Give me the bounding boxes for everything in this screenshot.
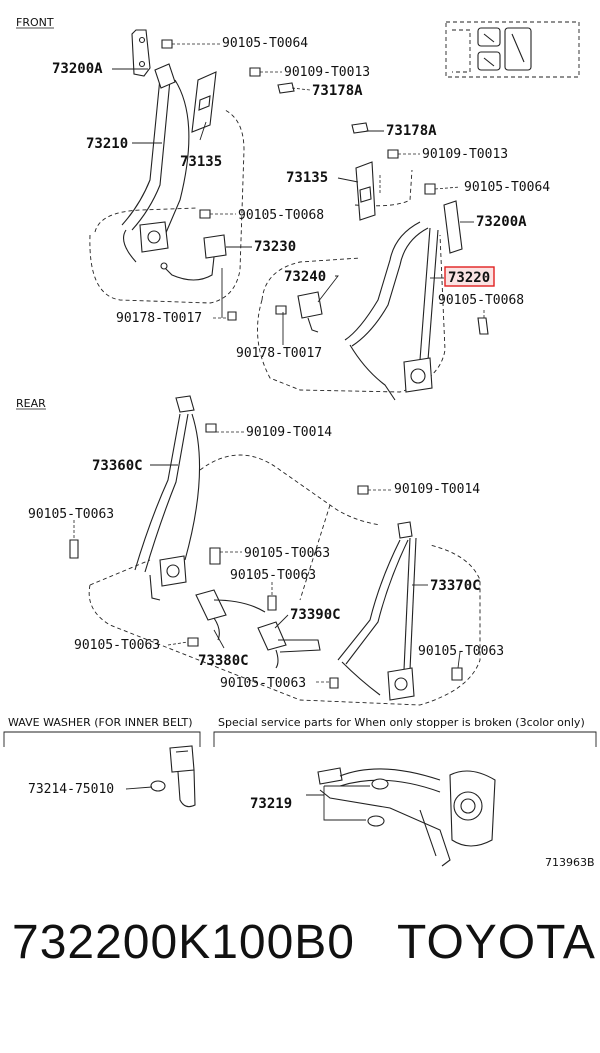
label-73200A-a: 73200A <box>52 61 103 77</box>
brand-text: TOYOTA <box>396 916 596 969</box>
section-special-service-label: Special service parts for When only stop… <box>218 716 585 729</box>
label-73220-highlighted[interactable]: 73220 <box>448 270 490 286</box>
label-90105-T0068-a: 90105-T0068 <box>238 208 324 223</box>
label-73219: 73219 <box>250 796 292 812</box>
label-73210: 73210 <box>86 136 128 152</box>
buckle-73240-right <box>297 291 323 333</box>
label-73390C: 73390C <box>290 607 341 623</box>
label-90105-T0063-d: 90105-T0063 <box>74 638 160 653</box>
label-90109-T0013-b: 90109-T0013 <box>422 147 508 162</box>
stopper-part-73219 <box>306 767 496 867</box>
rear-buckles <box>195 589 321 669</box>
label-73214-75010: 73214-75010 <box>28 782 114 797</box>
label-73360C: 73360C <box>92 458 143 474</box>
part-number-text: 732200K100B0 <box>12 916 355 969</box>
label-73178A-b: 73178A <box>386 123 437 139</box>
bolts-rear <box>69 539 463 689</box>
label-90105-T0063-b: 90105-T0063 <box>244 546 330 561</box>
label-73178A-a: 73178A <box>312 83 363 99</box>
guide-73135-right <box>355 161 376 221</box>
wave-washer-part-73214 <box>125 745 196 808</box>
label-90105-T0068-b: 90105-T0068 <box>438 293 524 308</box>
front-left-seat-outline <box>89 109 245 304</box>
label-90109-T0014-a: 90109-T0014 <box>246 425 332 440</box>
front-right-belt-73220 <box>344 200 463 401</box>
buckle-73230-left <box>160 234 227 281</box>
guide-73135-left <box>191 71 217 133</box>
front-right-seat-outline <box>257 234 446 393</box>
leader-lines-front <box>112 43 485 345</box>
label-73380C: 73380C <box>198 653 249 669</box>
vehicle-overview-icon <box>445 21 580 78</box>
section-wave-washer-label: WAVE WASHER (FOR INNER BELT) <box>8 716 193 729</box>
label-90178-T0017-b: 90178-T0017 <box>236 346 322 361</box>
label-73200A-b: 73200A <box>476 214 527 230</box>
label-90105-T0064-b: 90105-T0064 <box>464 180 550 195</box>
highlight-box-73220 <box>444 266 495 287</box>
anchor-73200A-left <box>131 29 151 77</box>
label-90178-T0017-a: 90178-T0017 <box>116 311 202 326</box>
label-90109-T0014-b: 90109-T0014 <box>394 482 480 497</box>
label-90109-T0013-a: 90109-T0013 <box>284 65 370 80</box>
section-rear-label: REAR <box>16 397 46 410</box>
label-73370C: 73370C <box>430 578 481 594</box>
label-73135-b: 73135 <box>286 170 328 186</box>
footer-caption: 732200K100B0 TOYOTA <box>12 915 596 970</box>
rear-left-belt-73360C <box>134 395 217 601</box>
label-73230: 73230 <box>254 239 296 255</box>
bolts-front-right <box>275 122 489 335</box>
rear-seat-outline <box>88 544 481 706</box>
section-front-label: FRONT <box>16 16 54 29</box>
label-90105-T0064-a: 90105-T0064 <box>222 36 308 51</box>
front-left-belt <box>121 63 190 263</box>
rear-right-belt-73370C <box>337 485 417 701</box>
bolts-front-left <box>161 39 295 321</box>
label-90105-T0063-e: 90105-T0063 <box>418 644 504 659</box>
label-90105-T0063-c: 90105-T0063 <box>230 568 316 583</box>
label-90105-T0063-a: 90105-T0063 <box>28 507 114 522</box>
label-73240: 73240 <box>284 269 326 285</box>
label-90105-T0063-f: 90105-T0063 <box>220 676 306 691</box>
label-73135-a: 73135 <box>180 154 222 170</box>
leader-lines-rear <box>73 431 461 683</box>
label-713963B: 713963B <box>545 856 595 869</box>
